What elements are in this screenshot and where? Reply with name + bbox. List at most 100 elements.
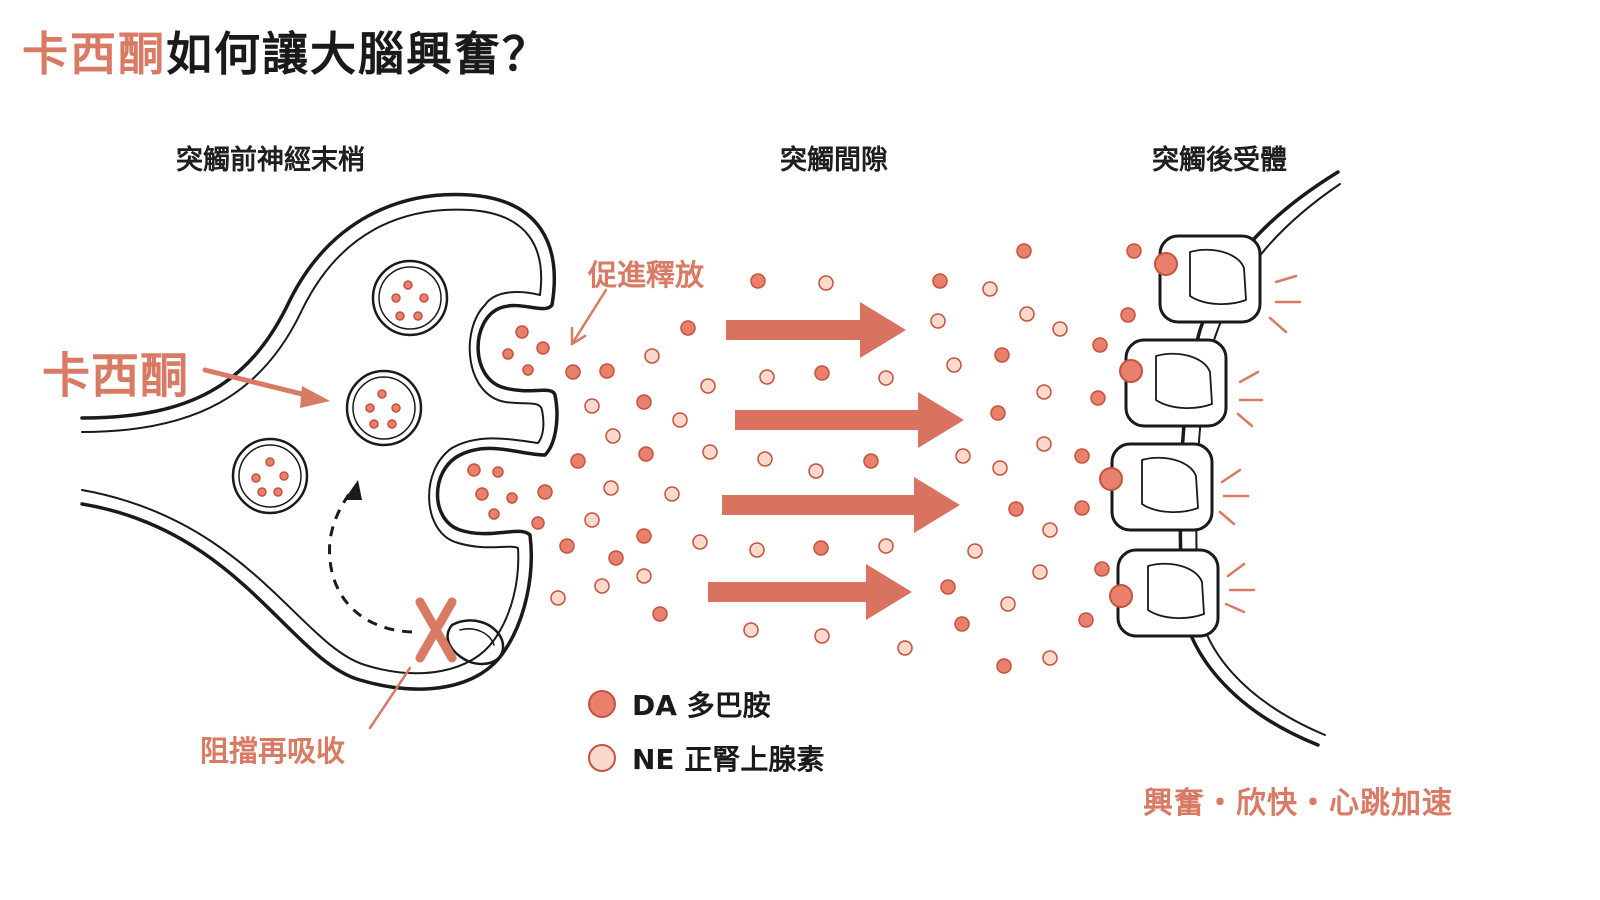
norepinephrine-particle [1042, 522, 1058, 538]
dopamine-particle [565, 364, 581, 380]
block-x-icon [415, 597, 457, 663]
legend-abbr-ne: NE [632, 743, 675, 776]
effects-label: 興奮・欣快・心跳加速 [1143, 786, 1453, 821]
receptor [1158, 234, 1262, 324]
release-pointer [570, 288, 608, 346]
dopamine-particle [537, 484, 553, 500]
norepinephrine-particle [743, 622, 759, 638]
norepinephrine-particle [955, 448, 971, 464]
dopamine-particle [273, 487, 283, 497]
norepinephrine-particle [878, 538, 894, 554]
dopamine-particle [251, 473, 261, 483]
dopamine-particle [395, 311, 405, 321]
norepinephrine-particle [603, 480, 619, 496]
dopamine-particle [467, 463, 481, 477]
dopamine-particle [475, 487, 489, 501]
norepinephrine-particle [757, 451, 773, 467]
legend-dot-ne [588, 744, 616, 772]
dopamine-particle [522, 364, 534, 376]
dopamine-particle [608, 550, 624, 566]
dopamine-particle [391, 403, 401, 413]
dopamine-particle [996, 658, 1012, 674]
dopamine-particle [1154, 252, 1178, 276]
legend-name-ne: 正腎上腺素 [684, 743, 825, 776]
legend-item-da: DA 多巴胺 [588, 684, 771, 724]
norepinephrine-particle [636, 568, 652, 584]
dopamine-particle [502, 348, 514, 360]
norepinephrine-particle [644, 348, 660, 364]
dopamine-particle [488, 508, 500, 520]
dopamine-particle [750, 273, 766, 289]
dopamine-particle [419, 293, 429, 303]
norepinephrine-particle [1036, 436, 1052, 452]
dopamine-particle [1094, 561, 1110, 577]
dopamine-particle [492, 466, 504, 478]
dopamine-particle [652, 606, 668, 622]
block-pointer [368, 666, 412, 730]
reuptake-transporter [446, 619, 505, 666]
norepinephrine-particle [664, 486, 680, 502]
dopamine-particle [863, 453, 879, 469]
dopamine-particle [813, 540, 829, 556]
presynaptic-membrane-inner [81, 208, 545, 675]
norepinephrine-particle [992, 460, 1008, 476]
dopamine-particle [954, 616, 970, 632]
dopamine-particle [391, 293, 401, 303]
dopamine-particle [636, 528, 652, 544]
norepinephrine-particle [897, 640, 913, 656]
legend-abbr-da: DA [632, 689, 677, 722]
norepinephrine-particle [1032, 564, 1048, 580]
dopamine-particle [994, 347, 1010, 363]
dopamine-particle [365, 403, 375, 413]
presynaptic-membrane-outer [80, 192, 559, 691]
norepinephrine-particle [878, 370, 894, 386]
legend-name-da: 多巴胺 [686, 689, 771, 722]
dopamine-particle [940, 579, 956, 595]
dopamine-particle [1016, 243, 1032, 259]
norepinephrine-particle [982, 281, 998, 297]
vesicle [345, 369, 423, 447]
norepinephrine-particle [605, 428, 621, 444]
dopamine-particle [636, 394, 652, 410]
dopamine-particle [403, 280, 413, 290]
dopamine-particle [570, 453, 586, 469]
label-presynaptic: 突觸前神經末梢 [176, 145, 365, 176]
dopamine-particle [599, 363, 615, 379]
norepinephrine-particle [930, 313, 946, 329]
norepinephrine-particle [584, 512, 600, 528]
legend-item-ne: NE 正腎上腺素 [588, 738, 824, 778]
drug-pointer-arrow [202, 367, 321, 401]
dopamine-particle [515, 325, 529, 339]
dopamine-particle [1074, 500, 1090, 516]
norepinephrine-particle [967, 543, 983, 559]
norepinephrine-particle [814, 628, 830, 644]
dopamine-particle [559, 538, 575, 554]
norepinephrine-particle [1019, 306, 1035, 322]
dopamine-particle [377, 389, 387, 399]
norepinephrine-particle [759, 369, 775, 385]
receptor [1116, 548, 1220, 638]
dopamine-particle [638, 446, 654, 462]
norepinephrine-particle [818, 275, 834, 291]
dopamine-particle [279, 471, 289, 481]
dopamine-particle [257, 487, 267, 497]
flow-arrows [708, 302, 964, 620]
dopamine-particle [1008, 501, 1024, 517]
dopamine-particle [1090, 390, 1106, 406]
dopamine-particle [1126, 243, 1142, 259]
legend-dot-da [588, 690, 616, 718]
label-cleft: 突觸間隙 [780, 145, 888, 176]
norepinephrine-particle [1042, 650, 1058, 666]
title-highlight: 卡西酮 [22, 27, 166, 81]
norepinephrine-particle [749, 542, 765, 558]
dopamine-particle [369, 419, 379, 429]
dopamine-particle [413, 311, 423, 321]
dopamine-particle [680, 320, 696, 336]
norepinephrine-particle [594, 578, 610, 594]
dopamine-particle [1120, 307, 1136, 323]
norepinephrine-particle [692, 534, 708, 550]
reuptake-path [328, 489, 413, 634]
label-postsynaptic: 突觸後受體 [1152, 145, 1287, 176]
dopamine-particle [990, 405, 1006, 421]
